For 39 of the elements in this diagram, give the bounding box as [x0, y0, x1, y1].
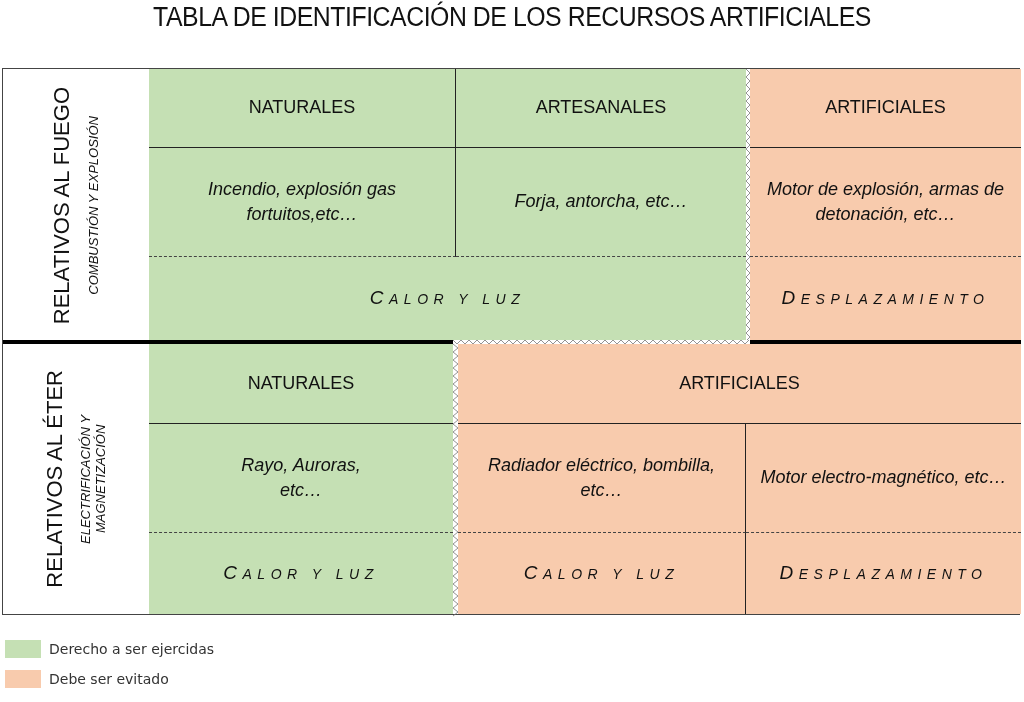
- table-cell: [458, 533, 746, 614]
- table-cell: [149, 533, 453, 614]
- table-cell: [750, 69, 1021, 148]
- column-heading: NATURALES: [247, 371, 355, 395]
- table-cell: [458, 424, 746, 533]
- table-cell: [746, 533, 1021, 614]
- table-cell: [149, 148, 456, 257]
- example-text: Incendio, explosión gas fortuitos,etc…: [206, 177, 398, 226]
- column-heading: ARTIFICIALES: [825, 96, 946, 120]
- row-title: RELATIVOS AL FUEGO: [50, 86, 75, 325]
- legend-label: Derecho a ser ejercidas: [49, 641, 215, 657]
- example-text: Motor electro-magnético, etc…: [760, 466, 1007, 490]
- table-cell: [149, 344, 453, 424]
- column-heading: NATURALES: [248, 96, 356, 120]
- row-subtitle: ELECTRIFICACIÓN Y MAGNETIZACIÓN: [79, 413, 110, 546]
- example-text: Radiador eléctrico, bombilla, etc…: [486, 453, 717, 502]
- effect-text: DESPLAZAMIENTO: [781, 286, 990, 311]
- example-text: Rayo, Auroras, etc…: [240, 453, 362, 502]
- table-cell: [746, 424, 1021, 533]
- table-cell: [458, 344, 1021, 424]
- example-text: Motor de explosión, armas de detonación, etc…: [765, 177, 1006, 226]
- column-heading: ARTESANALES: [535, 96, 667, 120]
- title: TABLA DE IDENTIFICACIÓN DE LOS RECURSOS ARTIFICIALES: [152, 2, 872, 33]
- row-title: RELATIVOS AL ÉTER: [42, 370, 68, 588]
- table-cell: [149, 257, 746, 340]
- table-cell: [456, 148, 746, 257]
- table-cell: [456, 69, 746, 148]
- table-cell: [750, 148, 1021, 257]
- effect-text: DESPLAZAMIENTO: [779, 561, 988, 586]
- effect-text: CALOR Y LUZ: [523, 561, 680, 586]
- row-subtitle: COMBUSTIÓN Y EXPLOSIÓN: [86, 116, 102, 295]
- effect-text: CALOR Y LUZ: [223, 561, 379, 586]
- table-cell: [750, 257, 1021, 340]
- legend-label: Debe ser evitado: [49, 671, 169, 687]
- effect-text: CALOR Y LUZ: [369, 286, 526, 311]
- example-text: Forja, antorcha, etc…: [514, 190, 688, 214]
- table-cell: [149, 424, 453, 533]
- column-heading: ARTIFICIALES: [679, 371, 800, 395]
- table-cell: [149, 69, 456, 148]
